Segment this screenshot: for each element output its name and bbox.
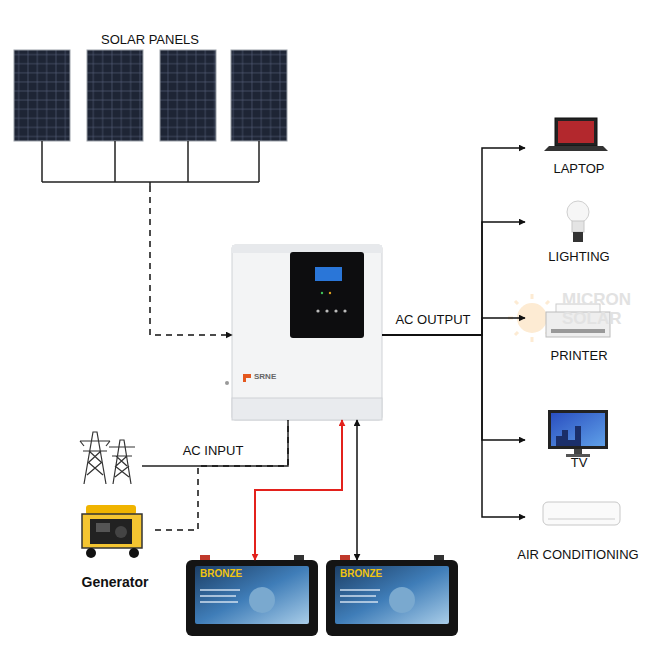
node-label: LAPTOP (515, 161, 643, 177)
solar-panel (231, 50, 287, 141)
battery-body (200, 590, 240, 602)
connector (150, 186, 232, 335)
inverter-body (232, 245, 382, 253)
inverter-body (321, 292, 323, 294)
connector (382, 335, 525, 517)
generator-icon (90, 519, 132, 544)
laptop-icon (555, 118, 597, 146)
battery-body (335, 566, 449, 624)
ac-unit-icon (543, 502, 620, 525)
inverter-body (243, 374, 251, 382)
generator-icon (86, 548, 96, 558)
node-label: PRINTER (515, 348, 643, 364)
ac-input-line (142, 420, 288, 466)
connector (155, 420, 288, 530)
power-pylon (80, 432, 110, 484)
watermark-text: SOLAR (562, 309, 645, 329)
battery: BRONZE (326, 560, 458, 636)
inverter-body (315, 267, 342, 281)
inverter-body (343, 309, 346, 312)
node-label: TV (515, 455, 643, 471)
tv-icon (574, 449, 582, 454)
power-pylon (109, 440, 135, 484)
solar-panel (14, 50, 70, 141)
battery-body (340, 590, 380, 602)
bulb-icon (572, 221, 584, 232)
watermark-text: MICRON (562, 290, 645, 310)
generator-icon (129, 548, 139, 558)
inverter-body (325, 309, 328, 312)
solar-panel (14, 50, 287, 141)
panel-wiring (42, 141, 259, 186)
connector (356, 420, 358, 560)
battery-body (326, 555, 458, 636)
laptop-icon (544, 146, 608, 151)
ac-unit-icon (543, 502, 620, 525)
inverter-body (225, 381, 229, 385)
node-label: BRONZE (200, 568, 270, 580)
solar-panel (160, 50, 216, 141)
panel-wiring (42, 141, 259, 186)
load-box: AIR CONDITIONING (525, 495, 633, 563)
bulb-icon (573, 232, 583, 242)
load-box: TV (525, 405, 633, 470)
power-pylon (80, 432, 135, 484)
tv-icon (556, 426, 581, 446)
connector (382, 335, 525, 440)
node-label: LIGHTING (515, 249, 643, 265)
watermark-sun (517, 303, 547, 333)
laptop-icon (558, 121, 594, 143)
node-label: SOLAR PANELS (10, 32, 290, 48)
load-box: LIGHTING (525, 195, 633, 263)
line-label: AC INPUT (168, 443, 258, 459)
generator-icon (96, 523, 110, 532)
tv-icon (548, 410, 608, 457)
tv-icon (548, 410, 608, 449)
tv-icon (551, 413, 605, 446)
connector (382, 222, 525, 335)
battery-body (389, 587, 415, 613)
printer-icon (551, 329, 605, 333)
node-label: SRNE (254, 372, 294, 382)
bulb-icon (567, 201, 589, 223)
inverter: SRNE (232, 245, 382, 420)
inverter-body (329, 292, 331, 294)
node-label: BRONZE (340, 568, 410, 580)
inverter-body (232, 398, 382, 420)
inverter-body (232, 245, 382, 420)
inverter-body (290, 252, 364, 338)
ac-unit-icon (548, 519, 615, 520)
battery-body (249, 587, 275, 613)
solar-panel (87, 50, 143, 141)
battery-body (326, 560, 458, 636)
battery-body (186, 560, 318, 636)
bulb-icon (567, 201, 589, 242)
generator-icon (82, 505, 142, 558)
inverter-body (225, 245, 382, 420)
generator: Generator (75, 500, 155, 592)
inverter-body (316, 309, 319, 312)
inverter-body (334, 309, 337, 312)
solar-array: SOLAR PANELS (10, 28, 290, 186)
node-label: Generator (65, 574, 165, 591)
connector (255, 420, 342, 560)
laptop-icon (544, 118, 608, 151)
load-box: LAPTOP (525, 112, 633, 176)
line-label: AC OUTPUT (388, 312, 478, 328)
generator-icon (115, 526, 127, 538)
battery-body (186, 555, 318, 636)
ac-input-line (142, 420, 288, 466)
connector (382, 148, 525, 335)
node-label: AIR CONDITIONING (503, 547, 645, 563)
generator-icon (82, 514, 142, 548)
battery-body (195, 566, 309, 624)
battery: BRONZE (186, 560, 318, 636)
